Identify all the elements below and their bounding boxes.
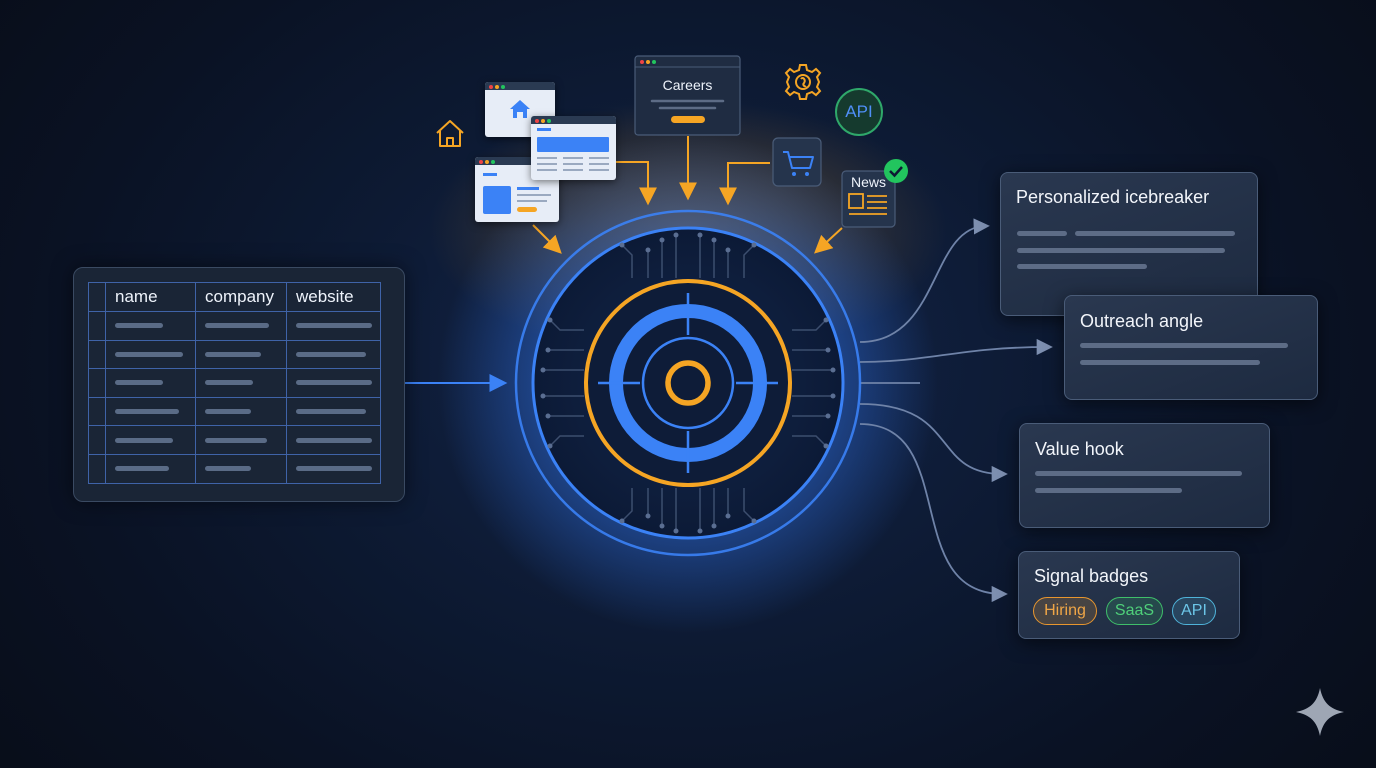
home-icon bbox=[436, 120, 464, 147]
output-card-outreach-angle: Outreach angle bbox=[1064, 295, 1318, 400]
output-card-icebreaker: Personalized icebreaker bbox=[1000, 172, 1258, 316]
table-row bbox=[88, 368, 381, 398]
careers-label: Careers bbox=[662, 77, 713, 93]
careers-window bbox=[634, 55, 741, 136]
column-header-company: company bbox=[195, 282, 287, 312]
website-window-dashboard bbox=[531, 116, 616, 180]
card-title: Personalized icebreaker bbox=[1016, 187, 1210, 207]
card-title: Value hook bbox=[1035, 439, 1124, 459]
card-title: Signal badges bbox=[1034, 566, 1149, 586]
news-icon bbox=[841, 170, 896, 228]
card-title: Outreach angle bbox=[1080, 311, 1204, 331]
table-row bbox=[88, 339, 381, 370]
table-row bbox=[88, 396, 381, 427]
circuit-traces bbox=[543, 235, 833, 531]
gear-icon bbox=[784, 64, 822, 100]
output-card-value-hook: Value hook bbox=[1019, 423, 1270, 528]
home-page-glyph bbox=[510, 100, 530, 118]
ai-core bbox=[514, 209, 862, 557]
table-corner bbox=[88, 282, 106, 312]
table-row bbox=[88, 453, 381, 484]
table-row bbox=[88, 311, 381, 341]
output-card-signal-badges: Signal badges Hiring SaaS API bbox=[1018, 551, 1240, 639]
badge-api: API bbox=[1172, 597, 1216, 625]
input-table: name company website bbox=[88, 282, 381, 484]
column-header-name: name bbox=[105, 282, 196, 312]
table-header-row: name company website bbox=[88, 282, 381, 312]
input-table-panel: name company website bbox=[73, 267, 405, 502]
source-arrows bbox=[532, 136, 843, 254]
column-header-website: website bbox=[286, 282, 381, 312]
api-icon bbox=[835, 88, 883, 136]
sparkle-icon bbox=[1296, 688, 1344, 736]
api-label: API bbox=[845, 102, 873, 121]
badge-hiring: Hiring bbox=[1033, 597, 1097, 625]
news-label: News bbox=[850, 174, 886, 190]
badge-saas: SaaS bbox=[1106, 597, 1163, 625]
check-icon bbox=[884, 159, 908, 183]
cart-icon bbox=[772, 137, 822, 187]
output-connectors bbox=[859, 218, 1053, 603]
table-row bbox=[88, 425, 381, 455]
